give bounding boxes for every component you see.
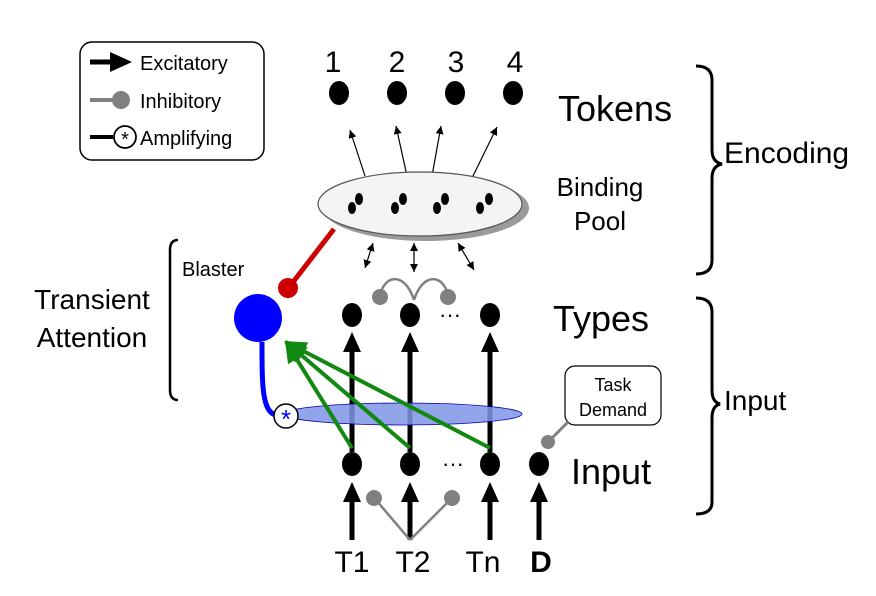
types-inhibit-dot-right: [440, 289, 456, 305]
input-node-n: [480, 452, 500, 476]
input-type-arrowhead-1: [343, 332, 361, 352]
task-demand-inhibit-link: [548, 420, 570, 442]
pool-type-bidirectional-arrows: [363, 242, 475, 272]
input-node-2: [400, 452, 420, 476]
types-layer: ··· Types: [342, 277, 649, 339]
token-number-3: 3: [448, 46, 465, 79]
blaster-to-gate-link: [259, 341, 277, 418]
capture-path-n: [284, 340, 491, 450]
input-type-arrowhead-2: [401, 332, 419, 352]
stimulus-label-tn: Tn: [465, 546, 500, 579]
input-inhibit-line-left: [375, 499, 411, 541]
tokens-label: Tokens: [558, 88, 672, 129]
pool-node: [355, 193, 363, 205]
pool-node: [476, 202, 484, 214]
blaster-node: [234, 294, 282, 342]
legend-amplifying-label: Amplifying: [140, 128, 232, 150]
pool-node: [399, 193, 407, 205]
stimulus-arrowhead-tn: [481, 482, 499, 502]
amplifying-star-icon: [113, 125, 137, 149]
transient-attention-line2: Attention: [37, 322, 148, 353]
token-number-4: 4: [507, 46, 524, 79]
excitatory-arrow-icon: [110, 52, 132, 72]
legend: Excitatory Inhibitory * Amplifying: [79, 41, 265, 161]
attention-gate-ellipse: [283, 402, 523, 426]
input-inhibit-dot-left: [366, 490, 382, 506]
amplifying-gate-star: *: [281, 404, 291, 434]
bidir-arrow-1: [363, 242, 375, 269]
stimulus-arrowhead-d: [530, 482, 548, 502]
pool-node: [485, 193, 493, 205]
stimulus-label-d: D: [530, 546, 552, 579]
input-type-arrowhead-n: [481, 332, 499, 352]
type-node-1: [342, 303, 362, 327]
binding-pool: Binding Pool: [317, 171, 644, 241]
stimulus-arrowhead-t1: [343, 482, 361, 502]
token-node-1: [329, 81, 349, 105]
legend-excitatory-label: Excitatory: [140, 53, 228, 75]
task-demand-line2: Demand: [579, 400, 647, 420]
attention-capture-paths: [284, 340, 491, 450]
token-node-3: [445, 81, 465, 105]
binding-pool-label-line2: Pool: [574, 206, 626, 236]
input-group-label: Input: [724, 385, 786, 416]
types-label: Types: [553, 298, 649, 339]
stimulus-arrows: [343, 482, 548, 540]
type-node-2: [400, 303, 420, 327]
token-node-4: [503, 81, 523, 105]
binding-pool-ellipse: [317, 171, 523, 237]
bidir-arrow-3: [457, 242, 475, 271]
input-brace: [695, 296, 721, 516]
token-node-2: [387, 81, 407, 105]
encoding-brace: [695, 64, 723, 276]
tokens-layer: 1 2 3 4 Tokens: [325, 46, 672, 129]
pool-to-token-arrows: [348, 125, 498, 177]
encoding-group-label: Encoding: [724, 137, 849, 170]
pool-token-arrow-4: [472, 126, 498, 177]
input-inhibit-dot-right: [444, 490, 460, 506]
transient-attention-bracket: [168, 238, 179, 402]
binding-pool-label-line1: Binding: [557, 172, 644, 202]
stimulus-label-t2: T2: [395, 546, 430, 579]
blaster-pool-link: [288, 227, 336, 288]
input-inhibitory-links: [375, 499, 451, 541]
pool-token-arrow-1: [348, 129, 366, 177]
task-demand-box: [564, 365, 662, 426]
input-layer-label: Input: [571, 451, 651, 492]
stimulus-arrowhead-t2: [401, 482, 419, 502]
input-inhibit-line-right: [409, 499, 451, 541]
amplifying-gate-icon: [273, 403, 299, 429]
input-layer: ··· Input: [342, 451, 651, 492]
token-number-1: 1: [325, 46, 342, 79]
legend-inhibitory-label: Inhibitory: [140, 91, 221, 113]
token-number-2: 2: [389, 46, 406, 79]
pool-token-arrow-3: [431, 125, 444, 177]
pool-node: [433, 202, 441, 214]
stimulus-label-t1: T1: [334, 546, 369, 579]
task-demand-inhibit-dot: [541, 435, 555, 449]
input-node-1: [342, 452, 362, 476]
types-inhibit-dot-left: [372, 289, 388, 305]
pool-node: [348, 202, 356, 214]
types-ellipsis: ···: [439, 302, 461, 327]
task-demand-line1: Task: [594, 375, 632, 395]
transient-attention-line1: Transient: [34, 284, 150, 315]
amplifying-star-glyph: *: [121, 129, 129, 151]
blaster-pool-inhibit-dot: [278, 278, 298, 298]
type-node-n: [480, 303, 500, 327]
input-ellipsis: ···: [442, 451, 464, 476]
input-node-d: [529, 452, 549, 476]
inhibitory-dot-icon: [112, 91, 130, 109]
pool-token-arrow-2: [393, 125, 408, 177]
pool-node: [441, 193, 449, 205]
input-to-type-arrows: [343, 332, 499, 452]
blaster-label: Blaster: [182, 259, 245, 281]
pool-node: [391, 202, 399, 214]
